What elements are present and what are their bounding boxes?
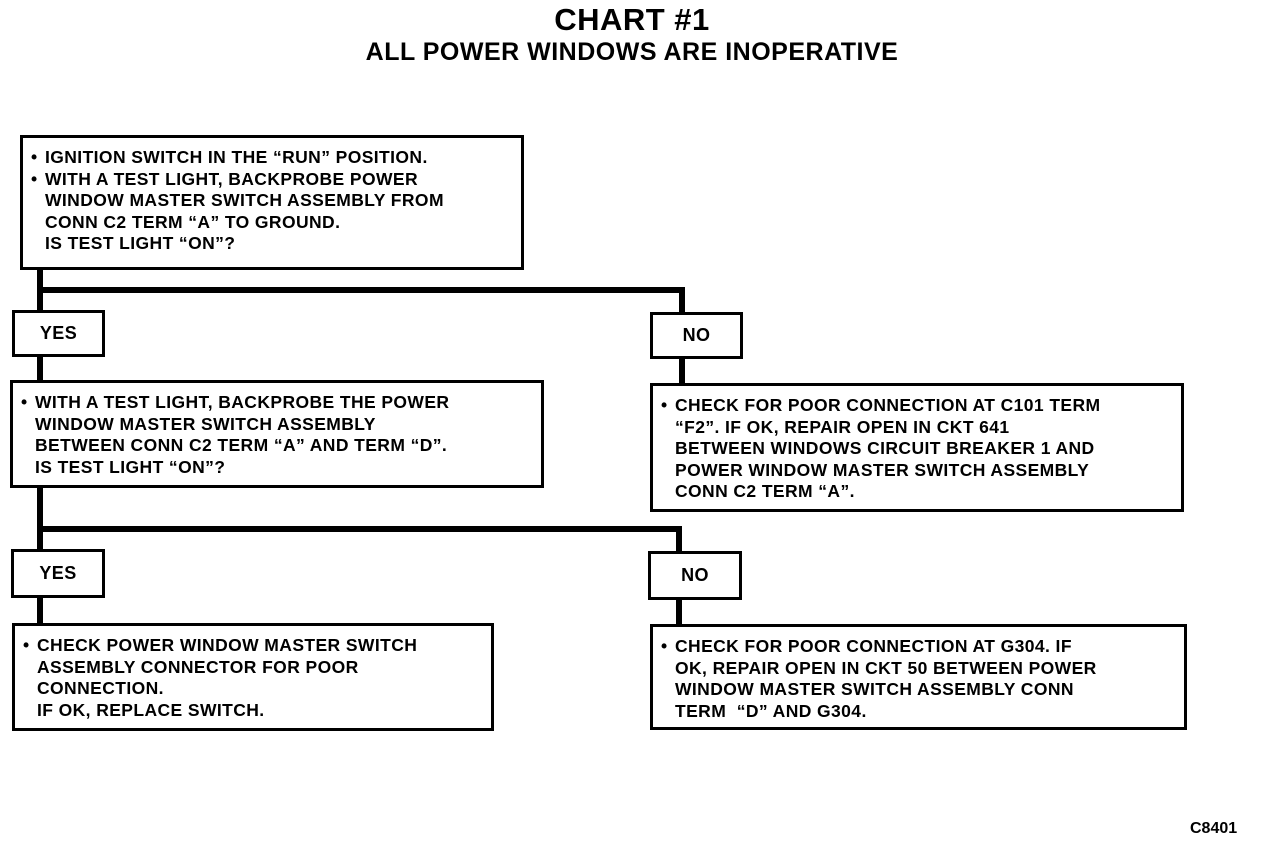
no2-line: TERM “D” AND G304. <box>675 701 1176 723</box>
step1-line-text: IGNITION SWITCH IN THE “RUN” POSITION. <box>45 147 428 167</box>
step1-line: IS TEST LIGHT “ON”? <box>45 233 513 255</box>
bullet-icon: • <box>31 147 38 167</box>
no1-line: BETWEEN WINDOWS CIRCUIT BREAKER 1 AND <box>675 438 1173 460</box>
yes-label-2: YES <box>11 549 105 598</box>
no2-line-text: TERM “D” AND G304. <box>675 700 867 721</box>
no-label-1: NO <box>650 312 743 359</box>
step1-line: • IGNITION SWITCH IN THE “RUN” POSITION. <box>31 147 513 169</box>
yes2-line: CONNECTION. <box>37 678 483 700</box>
yes2-line: ASSEMBLY CONNECTOR FOR POOR <box>37 657 483 679</box>
step2-line-text: IS TEST LIGHT “ON”? <box>35 456 226 477</box>
no1-line: • CHECK FOR POOR CONNECTION AT C101 TERM <box>661 395 1173 417</box>
no1-line: “F2”. IF OK, REPAIR OPEN IN CKT 641 <box>675 417 1173 439</box>
no-label-2: NO <box>648 551 742 600</box>
bullet-icon: • <box>661 636 668 656</box>
step1-line-text: WINDOW MASTER SWITCH ASSEMBLY FROM <box>45 190 444 210</box>
no1-line-text: POWER WINDOW MASTER SWITCH ASSEMBLY <box>675 459 1090 480</box>
no1-line: CONN C2 TERM “A”. <box>675 481 1173 503</box>
step2-line: IS TEST LIGHT “ON”? <box>35 457 533 479</box>
no2-line-text: OK, REPAIR OPEN IN CKT 50 BETWEEN POWER <box>675 657 1097 678</box>
no1-line-text: BETWEEN WINDOWS CIRCUIT BREAKER 1 AND <box>675 438 1095 458</box>
no1-line-text: CHECK FOR POOR CONNECTION AT C101 TERM <box>675 395 1101 415</box>
yes-label-1: YES <box>12 310 105 357</box>
step2-line: BETWEEN CONN C2 TERM “A” AND TERM “D”. <box>35 435 533 457</box>
step2-line: WINDOW MASTER SWITCH ASSEMBLY <box>35 414 533 436</box>
step2-line: • WITH A TEST LIGHT, BACKPROBE THE POWER <box>21 392 533 414</box>
yes2-line-text: CONNECTION. <box>37 678 164 698</box>
no1-line-text: “F2”. IF OK, REPAIR OPEN IN CKT 641 <box>675 416 1010 437</box>
no2-line: OK, REPAIR OPEN IN CKT 50 BETWEEN POWER <box>675 658 1176 680</box>
yes2-line-text: CHECK POWER WINDOW MASTER SWITCH <box>37 635 418 655</box>
yes2-line: IF OK, REPLACE SWITCH. <box>37 700 483 722</box>
no2-line: WINDOW MASTER SWITCH ASSEMBLY CONN <box>675 679 1176 701</box>
no1-line-text: CONN C2 TERM “A”. <box>675 481 855 501</box>
step1-line-text: WITH A TEST LIGHT, BACKPROBE POWER <box>45 168 418 189</box>
no1-action-box: • CHECK FOR POOR CONNECTION AT C101 TERM“… <box>650 383 1184 512</box>
bullet-icon: • <box>661 395 668 415</box>
no1-line: POWER WINDOW MASTER SWITCH ASSEMBLY <box>675 460 1173 482</box>
yes2-line-text: ASSEMBLY CONNECTOR FOR POOR <box>37 656 359 677</box>
chart-subtitle: ALL POWER WINDOWS ARE INOPERATIVE <box>365 38 899 66</box>
step1-line: • WITH A TEST LIGHT, BACKPROBE POWER <box>31 168 513 191</box>
bullet-icon: • <box>31 168 38 189</box>
bullet-icon: • <box>23 635 30 655</box>
yes2-line: • CHECK POWER WINDOW MASTER SWITCH <box>23 635 483 657</box>
no2-line-text: CHECK FOR POOR CONNECTION AT G304. IF <box>675 636 1072 656</box>
bullet-icon: • <box>21 392 28 412</box>
step1-line: CONN C2 TERM “A” TO GROUND. <box>45 212 513 234</box>
no2-line-text: WINDOW MASTER SWITCH ASSEMBLY CONN <box>675 679 1074 699</box>
step1-line: WINDOW MASTER SWITCH ASSEMBLY FROM <box>45 190 513 212</box>
chart-title: CHART #1 <box>554 2 710 37</box>
step1-line-text: IS TEST LIGHT “ON”? <box>45 233 236 253</box>
step1-line-text: CONN C2 TERM “A” TO GROUND. <box>45 211 341 232</box>
step2-line-text: WINDOW MASTER SWITCH ASSEMBLY <box>35 413 376 434</box>
step1-box: •IGNITION SWITCH IN THE “RUN” POSITION.•… <box>20 135 524 270</box>
figure-code: C8401 <box>1190 820 1238 837</box>
yes2-line-text: IF OK, REPLACE SWITCH. <box>37 699 265 720</box>
step2-line-text: WITH A TEST LIGHT, BACKPROBE THE POWER <box>35 392 450 412</box>
step2-line-text: BETWEEN CONN C2 TERM “A” AND TERM “D”. <box>35 435 448 455</box>
no2-line: • CHECK FOR POOR CONNECTION AT G304. IF <box>661 636 1176 658</box>
